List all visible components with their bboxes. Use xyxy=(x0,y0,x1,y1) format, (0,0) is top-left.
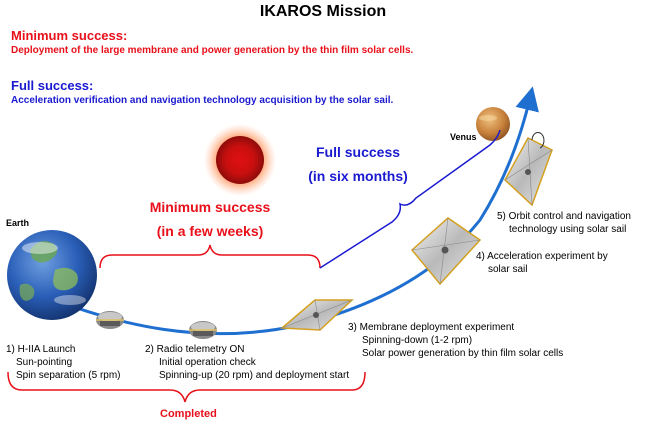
step-3-line: Spinning-down (1-2 rpm) xyxy=(362,335,473,346)
step-3-description: 3) Membrane deployment experiment Spinni… xyxy=(348,321,563,360)
full-success-callout-line1: Full success xyxy=(315,144,401,160)
earth-icon xyxy=(7,230,97,320)
minimum-success-callout: Minimum success (in a few weeks) xyxy=(140,195,280,243)
solar-sail-icon xyxy=(504,131,553,207)
full-success-description: Acceleration verification and navigation… xyxy=(11,95,394,106)
solar-sail-icon xyxy=(280,299,354,331)
step-2-line: Spinning-up (20 rpm) and deployment star… xyxy=(159,370,350,381)
full-success-heading: Full success: xyxy=(11,78,94,93)
step-1-line: Spin separation (5 rpm) xyxy=(16,370,121,381)
full-success-callout: Full success (in six months) xyxy=(293,140,423,188)
earth-label: Earth xyxy=(6,218,30,228)
minimum-success-callout-line2: (in a few weeks) xyxy=(156,223,264,239)
step-4-line: solar sail xyxy=(488,264,528,275)
minimum-success-callout-line1: Minimum success xyxy=(149,199,271,215)
spacecraft-icon xyxy=(189,321,217,339)
full-success-bracket xyxy=(319,129,501,269)
step-1-line: 1) H-IIA Launch xyxy=(6,344,76,355)
step-1-line: Sun-pointing xyxy=(16,357,73,368)
step-5-line: 5) Orbit control and navigation xyxy=(497,211,631,222)
step-4-description: 4) Acceleration experiment by solar sail xyxy=(476,250,608,276)
orbit-trajectory xyxy=(17,86,539,336)
step-3-line: 3) Membrane deployment experiment xyxy=(348,322,515,333)
step-2-line: Initial operation check xyxy=(159,357,256,368)
step-3-line: Solar power generation by thin film sola… xyxy=(362,348,564,359)
step-5-description: 5) Orbit control and navigation technolo… xyxy=(497,210,631,236)
completed-label: Completed xyxy=(160,408,217,420)
sun-icon xyxy=(204,124,276,196)
venus-icon xyxy=(476,107,510,141)
full-success-callout-line2: (in six months) xyxy=(308,168,408,184)
venus-label: Venus xyxy=(450,132,477,142)
minimum-success-bracket xyxy=(99,244,321,269)
step-5-line: technology using solar sail xyxy=(509,224,627,235)
minimum-success-description: Deployment of the large membrane and pow… xyxy=(11,45,414,56)
spacecraft-icon xyxy=(96,311,124,329)
step-1-description: 1) H-IIA Launch Sun-pointing Spin separa… xyxy=(6,343,121,382)
page-title: IKAROS Mission xyxy=(259,3,387,20)
step-2-description: 2) Radio telemetry ON Initial operation … xyxy=(145,343,349,382)
step-4-line: 4) Acceleration experiment by xyxy=(476,251,608,262)
completed-bracket xyxy=(7,371,366,403)
solar-sail-icon xyxy=(410,217,482,286)
minimum-success-heading: Minimum success: xyxy=(11,28,128,43)
step-2-line: 2) Radio telemetry ON xyxy=(145,344,245,355)
